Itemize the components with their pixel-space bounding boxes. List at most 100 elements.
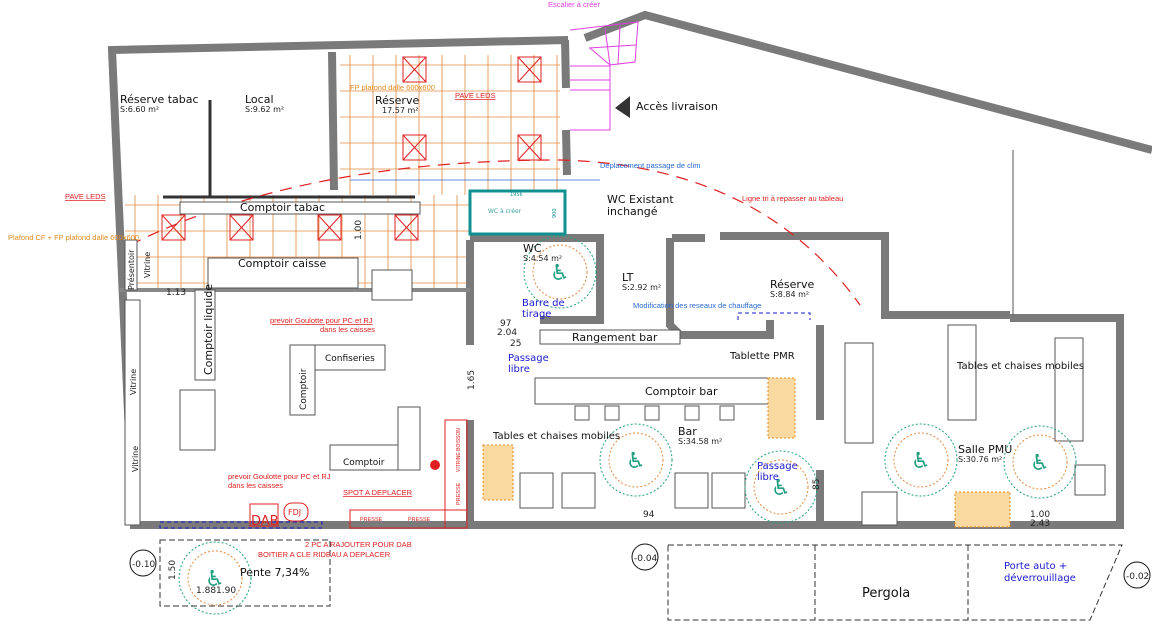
room-name: Réserve — [375, 94, 419, 107]
fixture-label: Vitrine — [131, 446, 140, 472]
led-cross — [229, 214, 254, 241]
room-area: S:30.76 m² — [958, 455, 1002, 464]
fixture-label: DAB — [251, 514, 279, 529]
annotation: Pente 7,34% — [240, 566, 310, 579]
led-cross — [402, 56, 427, 83]
led-panel — [317, 214, 342, 241]
turning-circle — [178, 541, 252, 615]
annotation: Barre de — [522, 298, 565, 309]
led-cross — [402, 134, 427, 161]
led-panel — [517, 134, 542, 161]
led-panel — [517, 56, 542, 83]
annotation: Passage — [757, 461, 798, 472]
fixture-label: Vitrine — [143, 252, 152, 278]
annotation: Modification des reseaux de chauffage — [633, 301, 761, 310]
annotation: PAVE LEDS — [455, 91, 496, 100]
led-cross — [161, 214, 186, 241]
fixture-label: Confiseries — [325, 354, 375, 364]
fixture-label: Accès livraison — [636, 100, 718, 113]
level-marker: -0.10 — [132, 560, 156, 570]
room-name: Local — [245, 93, 274, 106]
led-panel — [394, 214, 419, 241]
fixture-label: Comptoir — [343, 458, 385, 468]
level-markers: -0.10 -0.04 -0.02 — [129, 543, 1151, 589]
wheelchair-icon: ♿ — [1030, 451, 1050, 476]
fixture-label: inchangé — [607, 205, 658, 218]
room-area: S:8.84 m² — [770, 290, 809, 299]
annotation: déverrouillage — [1004, 572, 1076, 584]
fixture-labels: Comptoir tabac Comptoir caisse Comptoir … — [126, 100, 1084, 601]
annotation: Plafond CF + FP plafond dalle 600x600 — [8, 233, 139, 242]
dimension-label: 900 — [552, 208, 558, 218]
dimension-label: 94 — [643, 510, 655, 520]
annotation: BOITIER A CLE RIDEAU A DEPLACER — [258, 550, 391, 559]
fixture-label: Présentoir — [126, 249, 136, 290]
bar-stool — [719, 405, 735, 421]
annotation: libre — [508, 364, 530, 375]
dimension-label: 2.04 — [497, 328, 517, 338]
fixture-label: Tables et chaises mobiles — [492, 431, 620, 442]
fixture-label: Comptoir liquide — [202, 284, 215, 375]
fixture-label: VITRINE BOISSON — [456, 428, 462, 472]
led-cross — [517, 56, 542, 83]
turning-circle-inner — [187, 550, 243, 606]
dimension-label: 1.65 — [467, 370, 477, 390]
annotation: libre — [757, 472, 779, 483]
turning-circle — [523, 235, 597, 309]
room-name: LT — [622, 271, 634, 284]
turning-circle-inner — [753, 459, 809, 515]
fixture-label: WC Existant — [607, 193, 674, 206]
room-name: Réserve — [770, 278, 814, 291]
fixture-label: PRESSE — [408, 517, 431, 523]
annotation: Ligne tri à repasser au tableau — [742, 194, 843, 203]
furniture — [124, 201, 1106, 529]
turning-circle — [884, 423, 958, 497]
annotation: PAVE LEDS — [65, 192, 106, 201]
room-name: WC — [523, 242, 542, 255]
room-name: Bar — [678, 425, 697, 438]
delivery-arrow-icon — [615, 96, 630, 118]
level-marker: -0.02 — [1126, 572, 1149, 582]
stair — [569, 21, 639, 131]
led-cross — [517, 134, 542, 161]
led-panels — [161, 56, 542, 241]
turning-circle-inner — [1012, 434, 1068, 490]
fixture-label: Comptoir bar — [645, 385, 718, 398]
room-area: S:6.60 m² — [120, 105, 159, 114]
turning-circle — [599, 423, 673, 497]
wheelchair-icon: ♿ — [205, 567, 225, 592]
annotations: PAVE LEDS PAVE LEDS FP plafond dalle 600… — [8, 83, 1076, 584]
annotation: Deplacement passage de clim — [600, 161, 700, 170]
annotation: dans les caisses — [320, 325, 375, 334]
annotation: SPOT A DEPLACER — [343, 488, 413, 497]
annotation: tirage — [522, 309, 551, 320]
led-panel — [402, 134, 427, 161]
led-panel — [402, 56, 427, 83]
dimension-label: 2.43 — [1030, 519, 1050, 529]
annotation: dans les caisses — [228, 481, 283, 490]
room-area: S:2.92 m² — [622, 283, 661, 292]
room-area: S:9.62 m² — [245, 105, 284, 114]
pergola-structure — [667, 544, 1123, 621]
fixture-label: Comptoir caisse — [238, 257, 327, 270]
annotation: Porte auto + — [1004, 561, 1067, 572]
dimension-label: 1.00 — [354, 220, 364, 240]
bar-stool — [644, 405, 660, 421]
dimensions: 1.00 1.13 97 2.04 25 1.65 94 85 1.00 2.4… — [166, 192, 1050, 596]
wheelchair-icon: ♿ — [550, 261, 570, 286]
fixture-label: Comptoir — [299, 368, 309, 410]
turning-circle — [1003, 425, 1077, 499]
fixture-label: Tablette PMR — [729, 351, 795, 362]
fixture-label: Tables et chaises mobiles — [956, 361, 1084, 372]
fixture-label: PRESSE — [456, 482, 462, 505]
blue-dashed-zone — [159, 521, 323, 529]
turning-circle-inner — [608, 432, 664, 488]
annotation: FP plafond dalle 600x600 — [350, 83, 435, 92]
led-panel — [161, 214, 186, 241]
dimension-label: 97 — [500, 319, 511, 329]
fixture-label: Vitrine — [129, 369, 138, 395]
bar-stools — [574, 405, 735, 421]
annotation: prevoir Goulotte pour PC et RJ — [228, 472, 331, 481]
